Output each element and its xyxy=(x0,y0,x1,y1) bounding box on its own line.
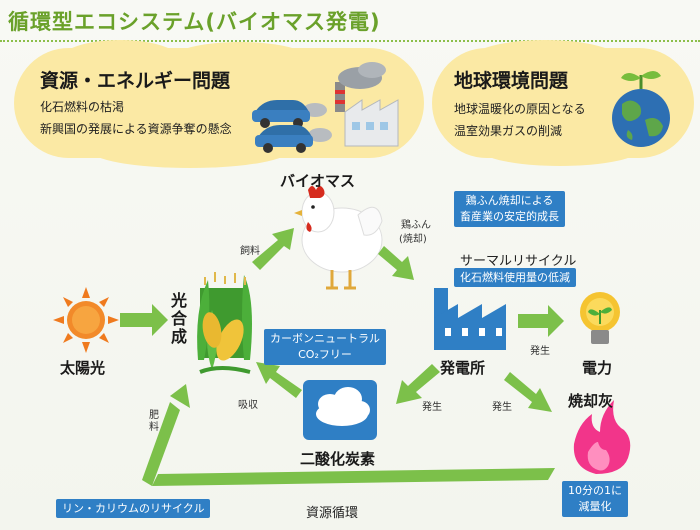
electricity-label: 電力 xyxy=(582,359,613,377)
cloud-bump xyxy=(470,40,620,80)
power-plant-illustration xyxy=(434,288,506,350)
flame-illustration xyxy=(573,400,631,474)
badge-line: カーボンニュートラル xyxy=(270,332,380,345)
resource-cycle-label: 資源循環 xyxy=(306,506,359,521)
page-title: 循環型エコシステム(バイオマス発電) xyxy=(8,10,381,34)
resource-issue-title: 資源・エネルギー問題 xyxy=(40,70,231,92)
generate-co2-label: 発生 xyxy=(422,402,442,413)
environment-issue-title: 地球環境問題 xyxy=(454,70,569,92)
fertilizer-label: 肥料 xyxy=(149,410,159,433)
absorb-label: 吸収 xyxy=(238,400,258,411)
sunlight-label: 太陽光 xyxy=(60,359,106,377)
badge-line: 10分の1に xyxy=(568,484,622,497)
generate-power-label: 発生 xyxy=(530,346,550,357)
power-plant-label: 発電所 xyxy=(440,359,486,377)
environment-issue-line-1: 地球温暖化の原因となる xyxy=(454,102,586,116)
carbon-neutral-badge: カーボンニュートラル CO₂フリー xyxy=(264,329,386,365)
cloud-bump xyxy=(480,132,640,166)
manure-label: 鶏ふん xyxy=(401,220,431,231)
resource-issue-line-2: 新興国の発展による資源争奪の懸念 xyxy=(40,122,232,136)
co2-cloud-illustration xyxy=(303,380,377,440)
badge-line: CO₂フリー xyxy=(298,348,352,361)
sun-illustration xyxy=(53,287,119,353)
badge-line: 畜産業の安定的成長 xyxy=(460,210,559,223)
cloud-bump xyxy=(60,40,180,80)
biomass-label: バイオマス xyxy=(280,172,356,190)
factory-cars-illustration xyxy=(252,62,399,153)
resource-issue-line-1: 化石燃料の枯渇 xyxy=(40,100,125,114)
manure-growth-badge: 鶏ふん焼却による 畜産業の安定的成長 xyxy=(454,191,565,227)
light-bulb-illustration xyxy=(580,292,620,344)
globe-illustration xyxy=(612,71,670,147)
feed-label: 飼料 xyxy=(240,246,260,257)
photosynthesis-label: 光合成 xyxy=(170,291,187,346)
badge-line: 鶏ふん焼却による xyxy=(465,194,554,207)
co2-label: 二酸化炭素 xyxy=(300,450,376,468)
environment-issue-line-2: 温室効果ガスの削減 xyxy=(454,124,563,138)
reduction-badge: 10分の1に 減量化 xyxy=(562,481,628,517)
cloud-bump xyxy=(170,42,310,78)
corn-illustration xyxy=(197,272,252,374)
ash-label: 焼却灰 xyxy=(568,392,614,410)
flow-arrows xyxy=(120,228,564,486)
chicken-illustration xyxy=(294,186,383,290)
thermal-recycle-title: サーマルリサイクル xyxy=(460,254,577,269)
badge-line: 減量化 xyxy=(578,500,612,513)
incineration-label: (焼却) xyxy=(399,234,427,245)
title-divider xyxy=(0,40,700,42)
phosphorus-recycle-badge: リン・カリウムのリサイクル xyxy=(56,499,211,518)
generate-ash-label: 発生 xyxy=(492,402,512,413)
fossil-reduction-badge: 化石燃料使用量の低減 xyxy=(454,268,576,287)
